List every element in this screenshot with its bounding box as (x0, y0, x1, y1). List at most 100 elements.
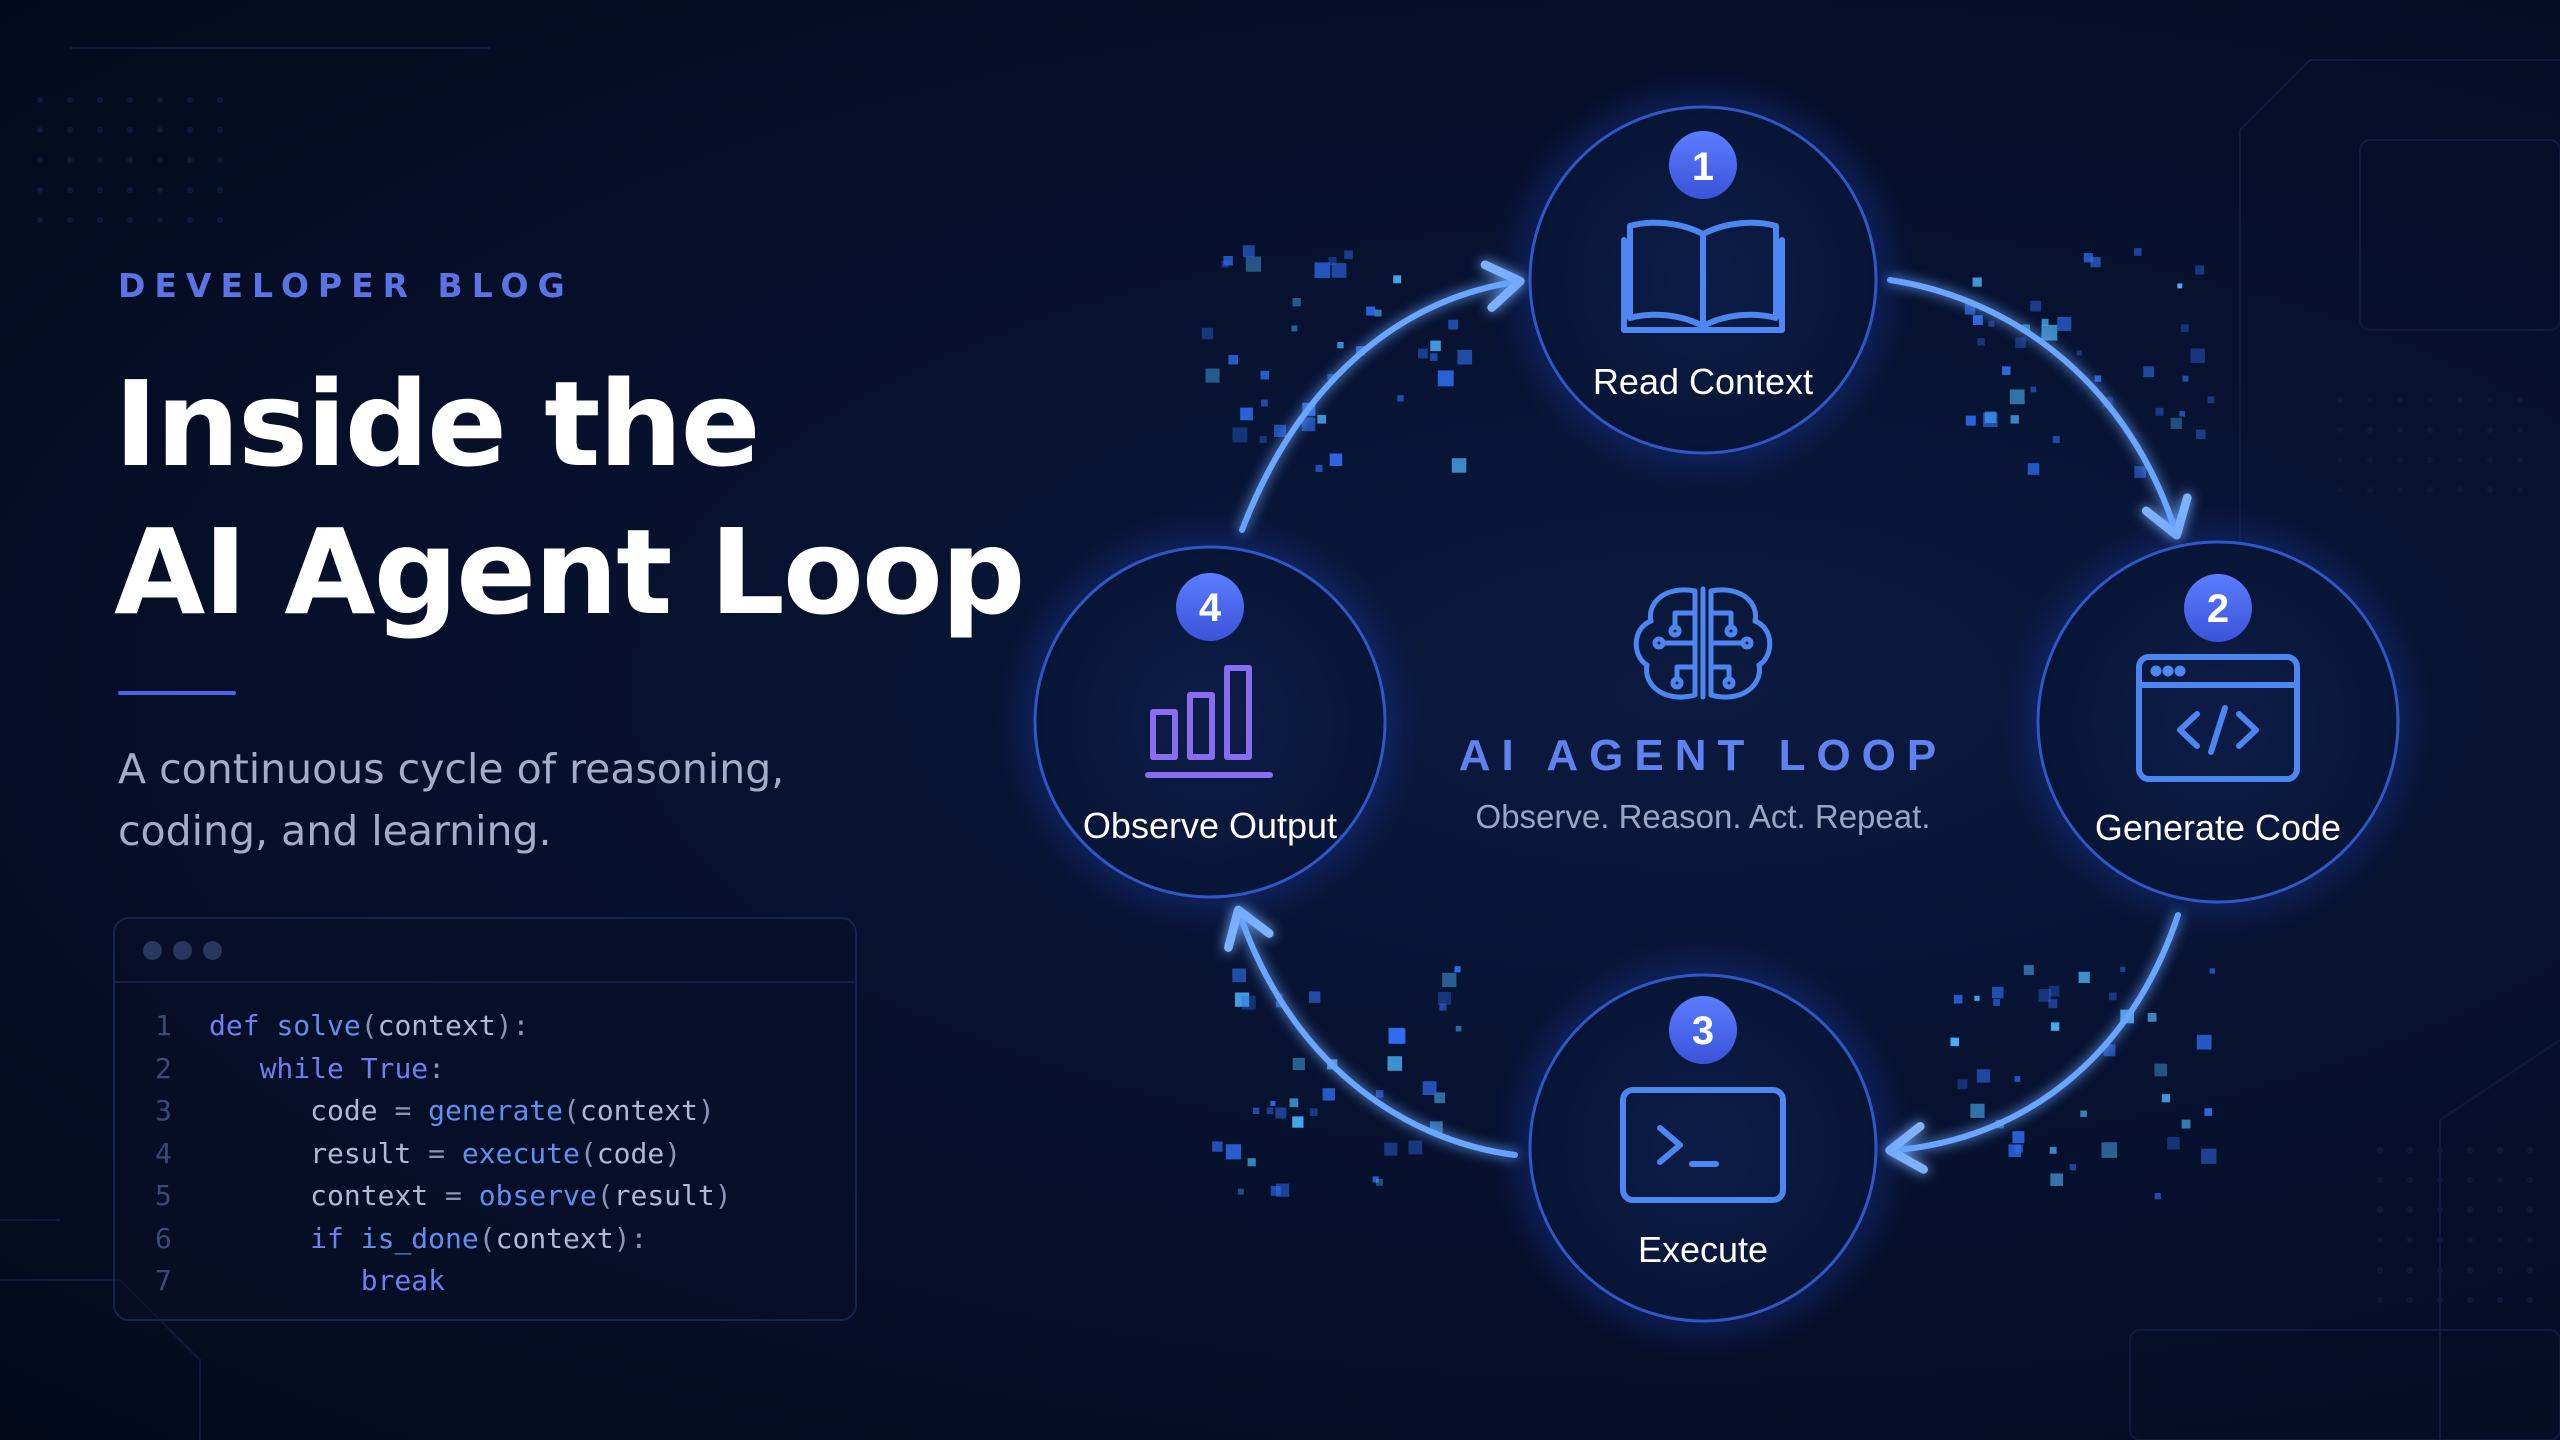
particle (2167, 1136, 2180, 1150)
grid-dot (2427, 397, 2433, 403)
particle (1438, 992, 1451, 1005)
particle (1397, 395, 1404, 402)
code-text: def solve(context): (209, 1005, 529, 1048)
particle (2083, 253, 2094, 263)
grid-dot (37, 127, 43, 133)
grid-dot (2527, 1267, 2533, 1273)
particle (1234, 992, 1250, 1007)
grid-dot (2337, 457, 2343, 463)
grid-dot (37, 187, 43, 193)
particle (1245, 256, 1262, 272)
grid-dot (157, 187, 163, 193)
particle (2170, 417, 2182, 429)
grid-dot (2397, 397, 2403, 403)
particle (1232, 968, 1246, 983)
grid-dot (217, 217, 223, 223)
particle (1374, 309, 1382, 317)
code-text: if is_done(context): (209, 1218, 647, 1261)
particle (2094, 375, 2102, 382)
step-badge (1176, 573, 1244, 641)
grid-dot (157, 157, 163, 163)
particle (1387, 1056, 1403, 1071)
grid-dot (2437, 1177, 2443, 1183)
grid-dot (2487, 457, 2493, 463)
particle (2050, 1173, 2063, 1186)
code-text: while True: (209, 1048, 445, 1091)
code-token: context (209, 1179, 446, 1212)
particle (1973, 315, 1983, 325)
particle (1329, 453, 1343, 466)
code-text: context = observe(result) (209, 1175, 731, 1218)
grid-dot (37, 217, 43, 223)
code-token: ( (360, 1009, 378, 1042)
particle (2196, 1034, 2212, 1050)
code-window-icon (2136, 654, 2300, 782)
grid-dot (2497, 1297, 2503, 1303)
particle (1429, 353, 1438, 361)
grid-dot (2437, 1207, 2443, 1213)
particle (2048, 999, 2058, 1009)
brain-circuit-icon (1633, 586, 1773, 700)
particle (1953, 994, 1963, 1004)
line-number: 5 (155, 1179, 172, 1212)
code-line: 3 code = generate(context) (115, 1090, 855, 1133)
grid-dot (37, 97, 43, 103)
particle (1242, 245, 1255, 258)
particle (1291, 325, 1298, 332)
grid-dot (67, 187, 73, 193)
particle (2038, 989, 2051, 1002)
code-token: solve (276, 1009, 361, 1042)
particle (1970, 1103, 1985, 1118)
particle (2009, 389, 2025, 405)
grid-dot (2407, 1267, 2413, 1273)
particle (1270, 1100, 1276, 1106)
page-title: Inside the AI Agent Loop (114, 350, 1025, 646)
code-token: ): (495, 1009, 530, 1042)
particle (2050, 1022, 2060, 1031)
code-token: observe (478, 1179, 597, 1212)
grid-dot (2437, 1237, 2443, 1243)
grid-dot (2397, 457, 2403, 463)
grid-dot (2497, 1237, 2503, 1243)
step-label: Observe Output (1083, 805, 1337, 846)
particle (1388, 1027, 1405, 1044)
code-token: = (445, 1179, 479, 1212)
code-token: break (360, 1264, 446, 1297)
grid-dot (187, 157, 193, 163)
code-token: if (310, 1221, 361, 1255)
code-token: True (360, 1051, 429, 1085)
grid-dot (37, 157, 43, 163)
step-number: 3 (1692, 1009, 1714, 1053)
particle (2069, 1164, 2076, 1171)
particle (1344, 250, 1353, 260)
particle (2023, 965, 2034, 975)
particle (1993, 999, 2000, 1006)
grid-dot (2407, 1207, 2413, 1213)
grid-dot (2377, 1267, 2383, 1273)
particle (1327, 374, 1334, 381)
particle (1309, 991, 1321, 1003)
code-line: 5 context = observe(result) (115, 1175, 855, 1218)
step-number: 2 (2207, 587, 2229, 631)
particle (1261, 399, 1268, 407)
title-divider (118, 691, 236, 695)
particle (2195, 265, 2205, 275)
grid-dot (2467, 1297, 2473, 1303)
grid-dot (2337, 427, 2343, 433)
particle (1376, 1178, 1383, 1186)
grid-dot (187, 217, 193, 223)
particle (2014, 1076, 2021, 1082)
grid-dot (2337, 487, 2343, 493)
particle (1212, 1141, 1223, 1152)
grid-dot (2337, 397, 2343, 403)
grid-dot (67, 157, 73, 163)
particle (1292, 1057, 1305, 1071)
grid-dot (2407, 1297, 2413, 1303)
code-token: ( (478, 1221, 496, 1255)
grid-dot (97, 187, 103, 193)
particle (2161, 1094, 2171, 1103)
particle (1328, 257, 1337, 266)
open-book-icon (1621, 219, 1785, 333)
code-line: 6 if is_done(context): (115, 1218, 855, 1261)
